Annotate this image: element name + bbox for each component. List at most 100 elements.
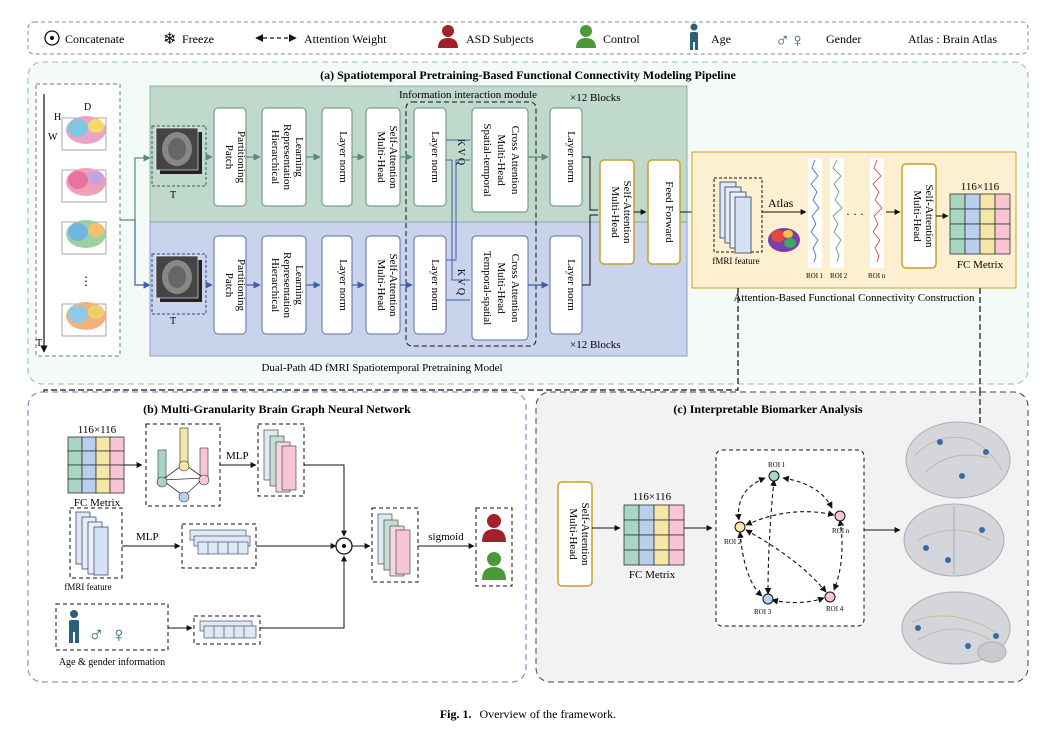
- blocks-top-label: ×12 Blocks: [570, 92, 621, 104]
- layer-norm-box-top: Layer norm: [321, 107, 353, 207]
- svg-text:Partitioning: Partitioning: [235, 131, 247, 183]
- hierarchical-representation-box-top: Hierarchical Representation Learning: [261, 107, 307, 207]
- feed-forward-box: Feed Forward: [647, 159, 681, 265]
- gender-icon: ♂ ♀: [88, 622, 127, 647]
- svg-text:Hierarchical: Hierarchical: [269, 130, 281, 184]
- svg-text:Cross Attention: Cross Attention: [509, 126, 521, 195]
- time-axis-label: T: [170, 316, 176, 327]
- brain-volume-icon: [61, 220, 107, 255]
- brain-render-side-icon: [901, 591, 1011, 665]
- brain-render-back-icon: [903, 503, 1005, 577]
- spatial-temporal-cross-attention-box: Spatial-temporal Multi-Head Cross Attent…: [471, 107, 529, 213]
- svg-text:Feed Forward: Feed Forward: [663, 181, 675, 243]
- legend-gender: Gender: [826, 32, 861, 46]
- self-attention-box-bottom: Multi-Head Self-Attention: [365, 235, 401, 335]
- signal-dots: · · ·: [846, 207, 864, 221]
- axis-w-label: W: [48, 132, 58, 143]
- svg-text:Patch: Patch: [223, 145, 235, 170]
- demographic-embedding-icon: [199, 620, 257, 639]
- fmri-feature-label: fMRI feature: [712, 256, 759, 266]
- info-module-label: Information interaction module: [399, 89, 537, 101]
- control-person-icon: [482, 552, 506, 580]
- matrix-size-label: 116×116: [961, 181, 1000, 193]
- svg-text:Temporal-spatial: Temporal-spatial: [481, 251, 493, 325]
- fc-matrix-grid: [949, 193, 1011, 255]
- fc-matrix-grid: [67, 436, 125, 494]
- legend-age: Age: [711, 32, 731, 46]
- age-gender-label: Age & gender information: [59, 657, 165, 668]
- svg-text:Self-Attention: Self-Attention: [621, 181, 633, 244]
- legend-freeze: Freeze: [182, 32, 214, 46]
- svg-text:Layer norm: Layer norm: [429, 259, 441, 311]
- roi-1-label: ROI 1: [806, 272, 824, 280]
- fmri-feature-label: fMRI feature: [64, 582, 111, 592]
- brain-graph-icon: [156, 427, 210, 503]
- roi-n-label: ROI n: [868, 272, 886, 280]
- mlp-label: MLP: [136, 531, 159, 543]
- sigmoid-label: sigmoid: [428, 531, 464, 543]
- svg-text:Layer norm: Layer norm: [337, 259, 349, 311]
- svg-text:Multi-Head: Multi-Head: [609, 186, 621, 238]
- layer-norm-box-bottom-out: Layer norm: [549, 235, 583, 335]
- svg-text:Partitioning: Partitioning: [235, 259, 247, 311]
- svg-text:Multi-Head: Multi-Head: [495, 134, 507, 186]
- figure-caption: Fig. 1. Overview of the framework.: [440, 707, 616, 721]
- caption-label: Fig. 1.: [440, 707, 472, 721]
- fc-metrix-label: FC Metrix: [629, 569, 676, 581]
- svg-text:Patch: Patch: [223, 273, 235, 298]
- svg-text:Self-Attention: Self-Attention: [387, 126, 399, 189]
- svg-text:Layer norm: Layer norm: [565, 259, 577, 311]
- fmri-feature-stack-icon: [719, 181, 752, 254]
- biomarker-self-attention-box: Multi-Head Self-Attention: [557, 481, 593, 587]
- fmri-embedding-icon: [189, 529, 251, 555]
- svg-text:Layer norm: Layer norm: [337, 131, 349, 183]
- brain-atlas-icon: [768, 228, 800, 252]
- brain-volume-icon: [61, 302, 107, 337]
- matrix-size-label: 116×116: [633, 491, 672, 503]
- snowflake-icon: ❄: [163, 31, 176, 48]
- blocks-bottom-label: ×12 Blocks: [570, 339, 621, 351]
- legend-concatenate: Concatenate: [65, 32, 124, 46]
- layer-norm-box-bottom: Layer norm: [413, 235, 447, 335]
- panel-a-title: (a) Spatiotemporal Pretraining-Based Fun…: [320, 68, 736, 82]
- patch-partitioning-box-top: Patch Partitioning: [213, 107, 247, 207]
- roi-4-label: ROI 4: [826, 605, 844, 613]
- asd-person-icon: [482, 514, 506, 542]
- axis-h-label: H: [54, 112, 61, 123]
- roi-n-label: ROI n: [832, 527, 850, 535]
- axis-d-label: D: [84, 102, 91, 113]
- fused-feature-stack-icon: [377, 513, 411, 577]
- age-person-icon: [690, 23, 698, 50]
- svg-text:Self-Attention: Self-Attention: [923, 185, 935, 248]
- svg-text:Hierarchical: Hierarchical: [269, 258, 281, 312]
- legend-control: Control: [603, 32, 640, 46]
- prediction-box: [475, 507, 513, 587]
- temporal-spatial-cross-attention-box: Temporal-spatial Multi-Head Cross Attent…: [471, 235, 529, 341]
- fusion-self-attention-box: Multi-Head Self-Attention: [599, 159, 635, 265]
- legend-atlas: Atlas : Brain Atlas: [908, 32, 997, 46]
- roi-signal-chart: [808, 158, 884, 268]
- svg-text:Representation: Representation: [281, 252, 293, 318]
- fc-construction-title: Attention-Based Functional Connectivity …: [733, 292, 975, 304]
- control-person-icon: [576, 25, 596, 48]
- roi-2-label: ROI 2: [830, 272, 848, 280]
- info-interaction-module: [405, 101, 537, 347]
- kvq-label-top: K V Q: [455, 139, 466, 166]
- patch-partitioning-box-bottom: Patch Partitioning: [213, 235, 247, 335]
- svg-text:Representation: Representation: [281, 124, 293, 190]
- svg-text:Learning: Learning: [293, 137, 305, 177]
- svg-text:Self-Attention: Self-Attention: [579, 503, 591, 566]
- svg-text:Multi-Head: Multi-Head: [495, 262, 507, 314]
- fc-metrix-label: FC Metrix: [957, 259, 1004, 271]
- panel-b-title: (b) Multi-Granularity Brain Graph Neural…: [143, 402, 411, 416]
- roi-1-label: ROI 1: [768, 461, 786, 469]
- caption-text: Overview of the framework.: [480, 707, 617, 721]
- fc-matrix-grid: [623, 504, 685, 566]
- concatenate-icon: [44, 30, 60, 46]
- brain-render-top-icon: [905, 421, 1011, 499]
- fc-metrix-label: FC Metrix: [74, 497, 121, 509]
- layer-norm-box-top-out: Layer norm: [549, 107, 583, 207]
- ellipsis: ⋮: [80, 274, 92, 288]
- brain-volume-icon: [61, 168, 107, 203]
- kvq-label-bottom: K V Q: [455, 269, 466, 296]
